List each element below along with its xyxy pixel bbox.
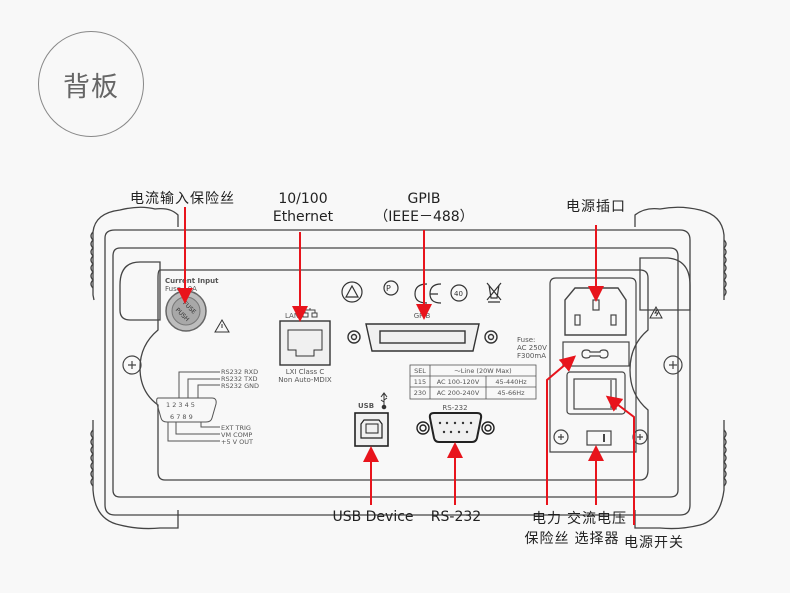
- weee-bin-icon: [486, 282, 502, 303]
- screw-icon: [663, 355, 683, 375]
- pin-label-vm-comp: VM COMP: [221, 431, 252, 439]
- auto-mdix-label: Non Auto-MDIX: [278, 376, 332, 384]
- pin-label-txd: RS232 TXD: [221, 375, 258, 383]
- power-fuse-current: F300mA: [517, 352, 546, 360]
- current-input-fuse[interactable]: FUSE PUSH: [165, 290, 207, 332]
- fuse-icon: [581, 349, 609, 359]
- usb-device-port[interactable]: [354, 412, 389, 447]
- power-socket[interactable]: [564, 287, 627, 336]
- screw-icon: [553, 429, 569, 445]
- rs232-port[interactable]: [416, 412, 495, 443]
- lan-label: LAN: [285, 312, 299, 320]
- right-bumper: [634, 206, 727, 530]
- svg-text:P: P: [386, 284, 391, 293]
- arrow-power-switch: [605, 395, 635, 525]
- eco-40-icon: 40: [450, 284, 468, 302]
- rs232-panel-label: RS-232: [442, 404, 467, 412]
- table-header-sel: SEL: [414, 367, 426, 375]
- socket-pin: [592, 299, 600, 311]
- db9-pinout-diagram: [156, 371, 220, 442]
- section-title-badge: 背板: [38, 31, 144, 137]
- power-fuse-drawer[interactable]: [562, 341, 630, 367]
- gpib-port[interactable]: [347, 323, 498, 352]
- ce-mark-icon: [414, 283, 442, 304]
- power-fuse-voltage: AC 250V: [517, 344, 547, 352]
- callout-current-fuse: 电流输入保险丝: [130, 191, 235, 207]
- inner-panel: [139, 269, 649, 481]
- lan-port[interactable]: [279, 320, 331, 366]
- callout-usb-device: USB Device: [332, 509, 414, 525]
- db9-pins-top: 1 2 3 4 5: [166, 401, 195, 409]
- power-switch-housing: [566, 371, 626, 415]
- high-voltage-warning-icon: [649, 305, 663, 319]
- callout-arrows: [177, 207, 635, 525]
- callout-power-fuse-line1: 电力: [532, 511, 562, 527]
- network-icon: [302, 308, 318, 318]
- table-cell: 230: [414, 389, 426, 397]
- current-input-label: Current Input: [165, 277, 219, 285]
- arrow-power-fuse: [546, 355, 577, 505]
- usb-icon: [380, 392, 388, 410]
- callout-power-socket: 电源插口: [566, 199, 626, 215]
- table-cell: AC 200-240V: [437, 389, 480, 397]
- table-cell: 45-440Hz: [495, 378, 527, 386]
- svg-text:40: 40: [454, 290, 463, 298]
- table-header-line: ～Line (20W Max): [454, 367, 511, 375]
- db9-pins-bottom: 6 7 8 9: [170, 413, 193, 421]
- callout-ethernet-line2: Ethernet: [272, 209, 334, 225]
- callout-power-fuse-line2: 保险丝: [524, 531, 570, 547]
- table-cell: 115: [414, 378, 426, 386]
- socket-pin: [610, 314, 617, 326]
- pin-label-5v-out: +5 V OUT: [221, 438, 253, 446]
- table-cell: 45-66Hz: [497, 389, 525, 397]
- pin-label-ext-trig: EXT TRIG: [221, 424, 251, 432]
- gost-mark-icon: P: [383, 280, 399, 296]
- usb-panel-label: USB: [358, 402, 374, 410]
- screw-icon: [122, 355, 142, 375]
- pin-label-gnd: RS232 GND: [221, 382, 259, 390]
- gpib-panel-label: GPIB: [414, 312, 431, 320]
- left-bumper: [90, 206, 179, 530]
- tuv-mark-icon: [341, 281, 363, 303]
- pin-label-rxd: RS232 RXD: [221, 368, 258, 376]
- section-title: 背板: [63, 71, 119, 103]
- table-cell: AC 100-120V: [437, 378, 480, 386]
- callout-voltage-selector-line2: 选择器: [574, 531, 620, 547]
- callout-gpib-line2: （IEEE－488）: [374, 209, 474, 225]
- screw-icon: [632, 429, 648, 445]
- callout-ethernet-line1: 10/100: [278, 191, 328, 207]
- callout-gpib-line1: GPIB: [407, 191, 441, 207]
- certification-marks: P 40: [341, 280, 502, 304]
- callout-voltage-selector-line1: 交流电压: [567, 511, 627, 527]
- voltage-selection-table: [409, 364, 537, 400]
- lxi-class-label: LXI Class C: [286, 368, 325, 376]
- power-switch[interactable]: [573, 378, 617, 410]
- warning-icon: [214, 319, 230, 333]
- socket-pin: [574, 314, 581, 326]
- callout-power-switch: 电源开关: [624, 535, 684, 551]
- chassis-outline: [104, 229, 691, 516]
- voltage-selector-switch[interactable]: [586, 430, 612, 446]
- power-fuse-title: Fuse:: [517, 336, 535, 344]
- callout-rs232: RS-232: [430, 509, 482, 525]
